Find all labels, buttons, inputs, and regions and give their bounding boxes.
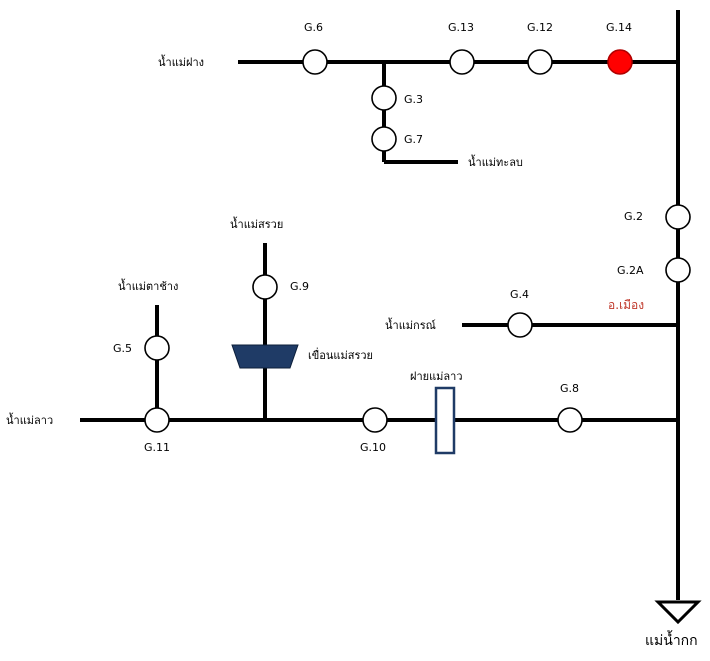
gauge-g2-icon[interactable] [665, 204, 691, 230]
dam-mae-suai-icon [231, 344, 299, 369]
weir-mae-lao-icon [434, 386, 456, 455]
gauge-g9-label: G.9 [290, 280, 309, 293]
weir-mae-lao-label: ฝายแม่ลาว [410, 370, 463, 383]
gauge-g14-alert-icon[interactable] [607, 49, 633, 75]
gauge-g7-label: G.7 [404, 133, 423, 146]
gauge-g8-label: G.8 [560, 382, 579, 395]
gauge-g2-label: G.2 [624, 210, 643, 223]
gauge-g2a-icon[interactable] [665, 257, 691, 283]
gauge-g11-label: G.11 [144, 441, 170, 454]
gauge-g2a-label: G.2A [617, 264, 644, 277]
river-mae-taloub-label: น้ำแม่ทะลบ [468, 154, 523, 169]
gauge-g14-label: G.14 [606, 21, 632, 34]
gauge-g11-icon[interactable] [144, 407, 170, 433]
city-mueang-label: อ.เมือง [608, 298, 644, 312]
gauge-g10-icon[interactable] [362, 407, 388, 433]
outlet-arrow-icon [654, 600, 702, 625]
gauge-g8-icon[interactable] [557, 407, 583, 433]
gauge-g6-label: G.6 [304, 21, 323, 34]
river-mae-lao-label: น้ำแม่ลาว [6, 412, 53, 427]
river-mae-korn-label: น้ำแม่กรณ์ [385, 317, 436, 332]
gauge-g3-label: G.3 [404, 93, 423, 106]
gauge-g6-icon[interactable] [302, 49, 328, 75]
gauge-g12-icon[interactable] [527, 49, 553, 75]
river-mae-kok-label: แม่น้ำกก [645, 630, 698, 649]
gauge-g7-icon[interactable] [371, 126, 397, 152]
gauge-g12-label: G.12 [527, 21, 553, 34]
dam-mae-suai-label: เขื่อนแม่สรวย [308, 347, 373, 362]
gauge-g13-icon[interactable] [449, 49, 475, 75]
gauge-g5-label: G.5 [113, 342, 132, 355]
gauge-g13-label: G.13 [448, 21, 474, 34]
river-mae-fang-label: น้ำแม่ฝาง [158, 54, 204, 69]
gauge-g4-label: G.4 [510, 288, 529, 301]
gauge-g9-icon[interactable] [252, 274, 278, 300]
gauge-g10-label: G.10 [360, 441, 386, 454]
gauge-g5-icon[interactable] [144, 335, 170, 361]
river-mae-ta-chang-label: น้ำแม่ตาช้าง [118, 278, 178, 293]
gauge-g4-icon[interactable] [507, 312, 533, 338]
gauge-g3-icon[interactable] [371, 85, 397, 111]
river-mae-suai-label: น้ำแม่สรวย [230, 216, 283, 231]
